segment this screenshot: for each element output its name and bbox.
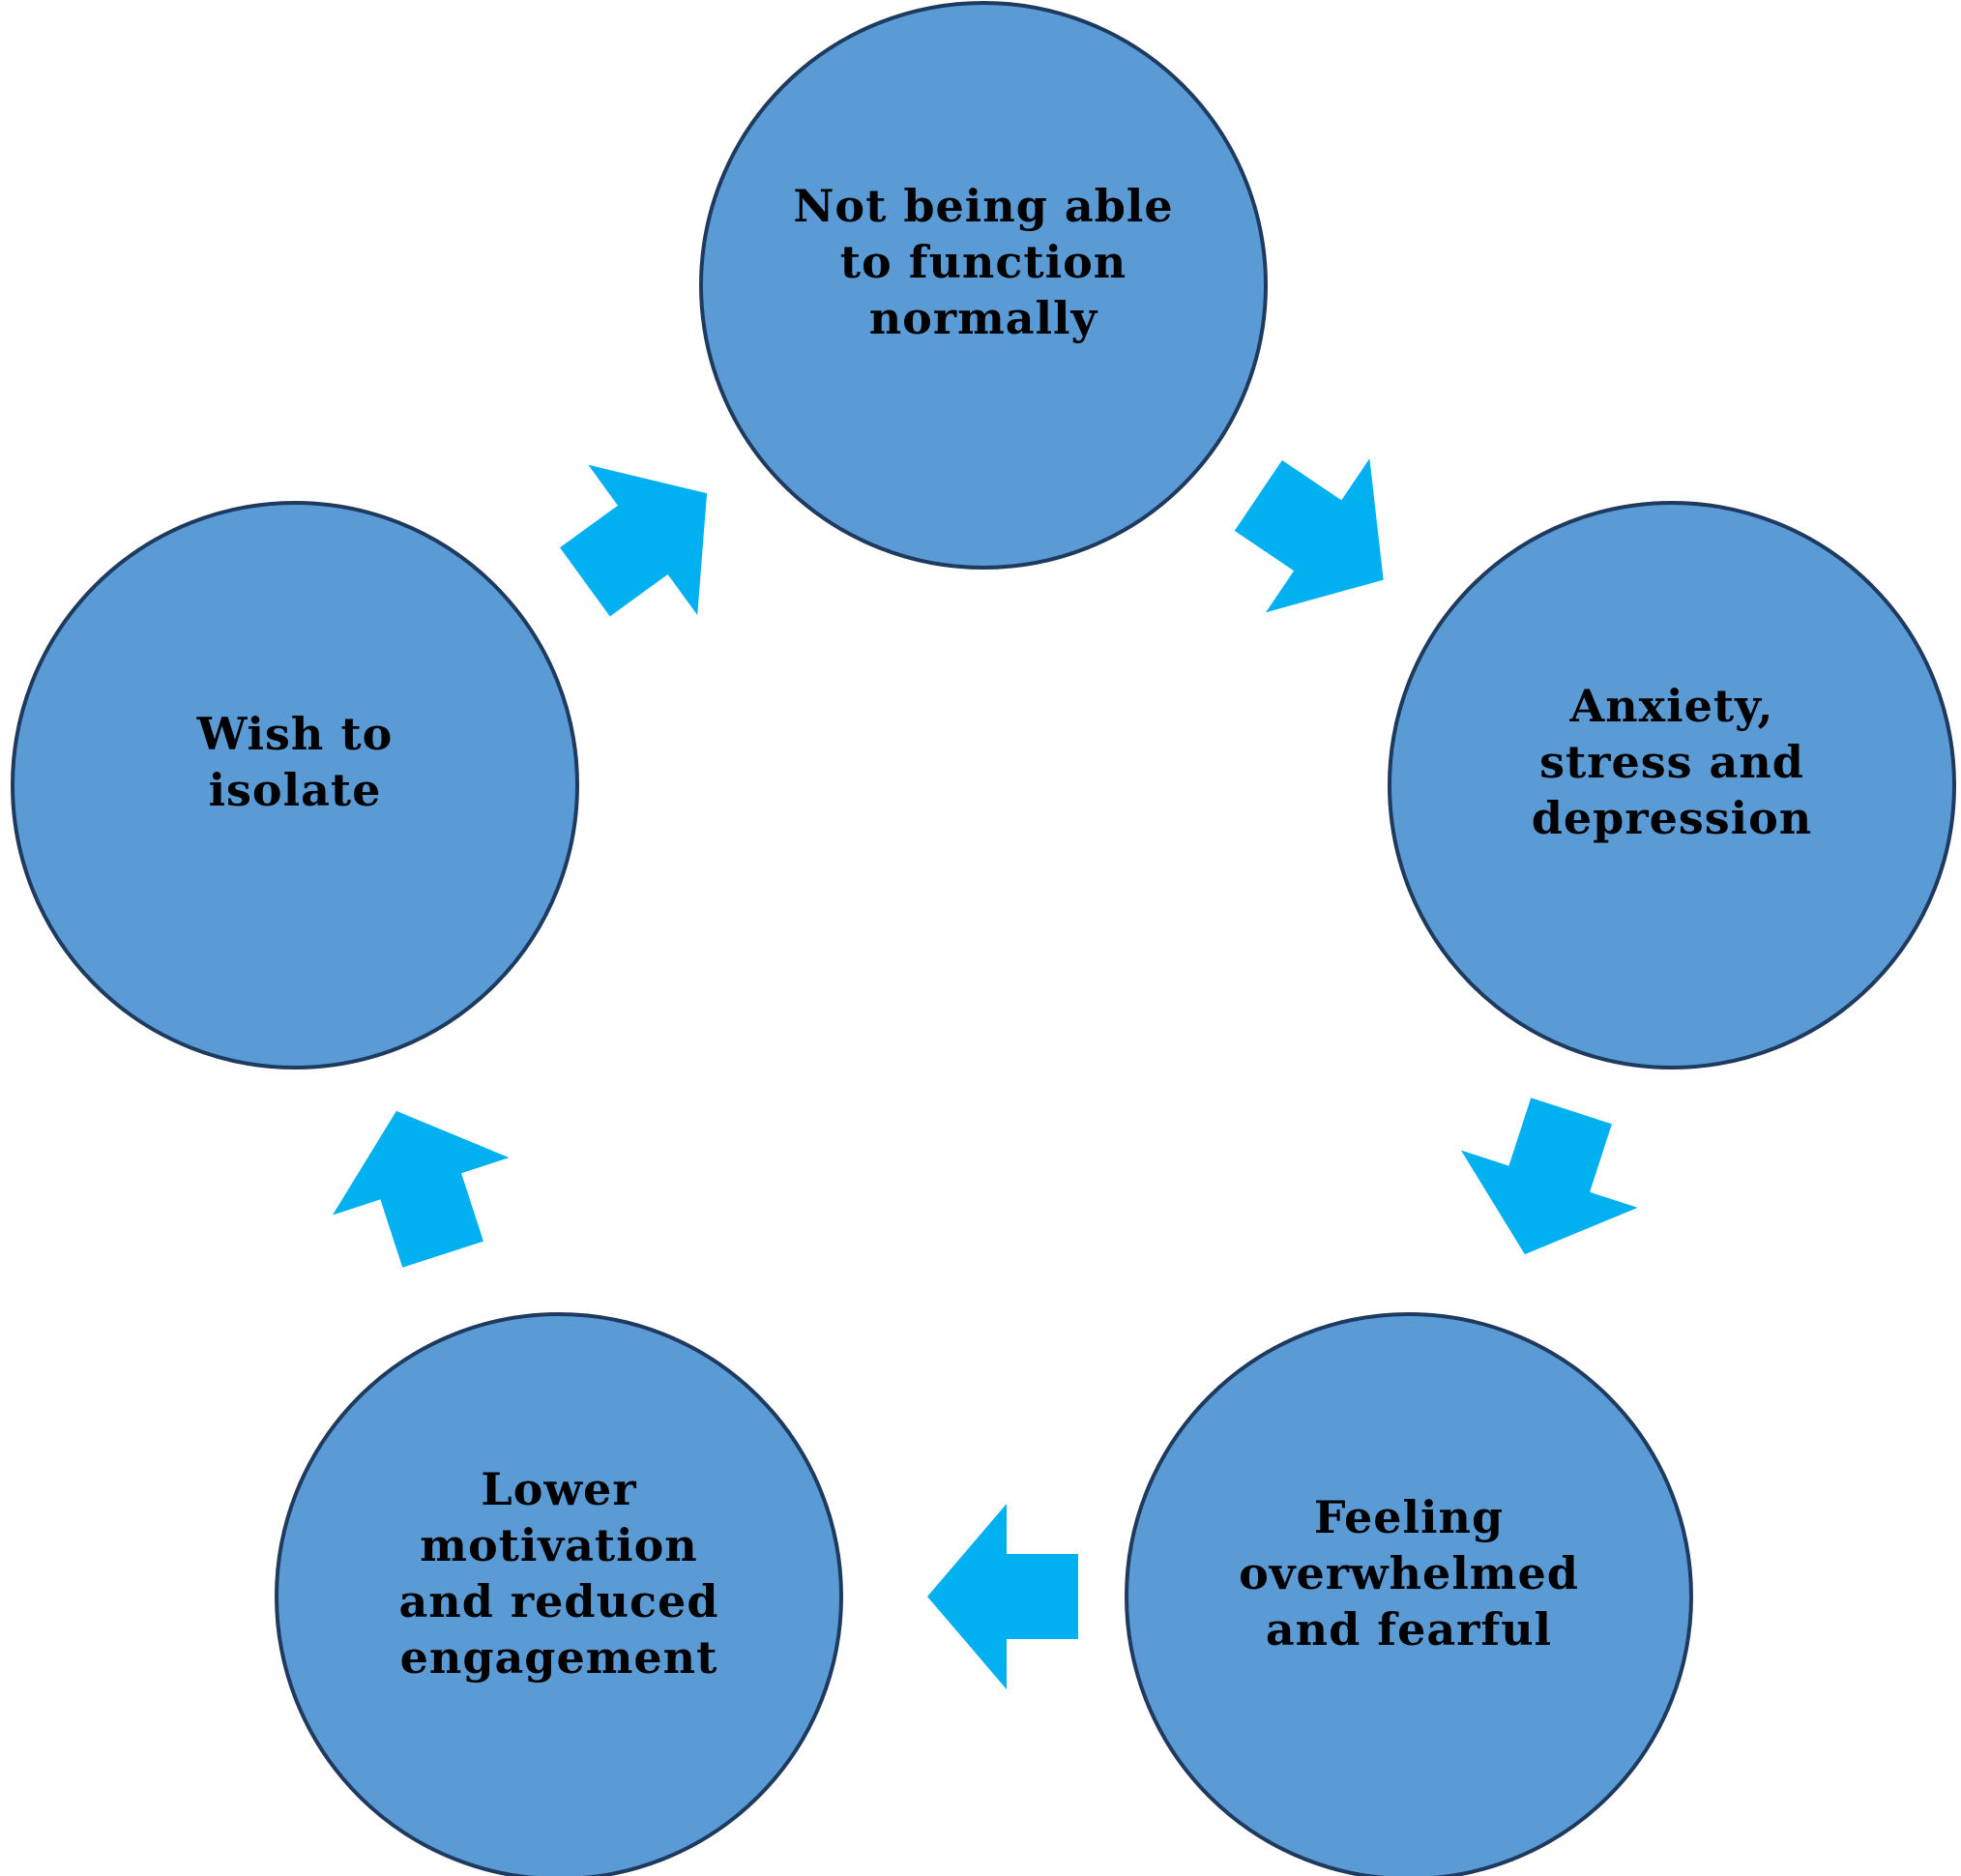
right-arrow-icon (1234, 458, 1384, 613)
node-circle (1388, 501, 1956, 1070)
node-label-line: overwhelmed (1239, 1547, 1579, 1599)
node-label-line: depression (1532, 792, 1813, 844)
node-circle (699, 1, 1268, 570)
node-label-line: and fearful (1266, 1603, 1552, 1656)
node-circle (1125, 1312, 1693, 1876)
right-arrow-icon (927, 1504, 1078, 1689)
node-label-line: Anxiety, (1569, 680, 1774, 732)
node-circle (275, 1312, 843, 1876)
node-label-line: motivation (420, 1519, 697, 1571)
node-label-line: Lower (481, 1463, 636, 1515)
node-label-line: engagement (400, 1631, 718, 1684)
node-label-line: stress and (1539, 736, 1804, 788)
node-circle (11, 501, 579, 1070)
arrows-layer (332, 458, 1638, 1689)
right-arrow-icon (1460, 1098, 1638, 1255)
right-arrow-icon (560, 464, 708, 617)
node-label-line: and reduced (399, 1575, 719, 1627)
node-label-line: to function (840, 236, 1127, 288)
node-label-line: normally (869, 292, 1098, 344)
right-arrow-icon (332, 1110, 510, 1268)
node-label-line: isolate (209, 764, 382, 816)
node-label-line: Not being able (793, 180, 1173, 232)
node-label-line: Feeling (1314, 1491, 1504, 1543)
node-label-line: Wish to (196, 708, 394, 760)
